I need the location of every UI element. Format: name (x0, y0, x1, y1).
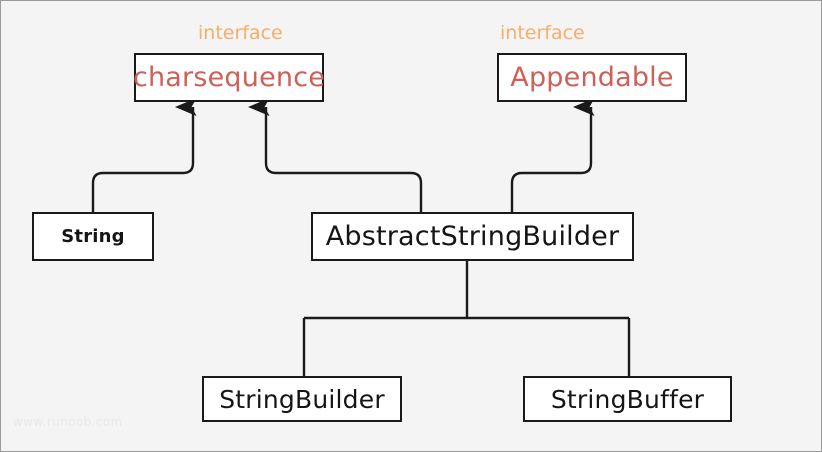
node-abstract-string-builder-label: AbstractStringBuilder (325, 221, 620, 252)
node-string-builder-label: StringBuilder (219, 384, 385, 414)
edge-abstract-to-appendable (510, 98, 595, 212)
node-string-buffer-label: StringBuffer (550, 384, 705, 414)
edge-abstract-to-charsequence (248, 98, 423, 212)
watermark: www.runoob.com (13, 415, 123, 429)
stereotype-appendable: interface (500, 22, 585, 44)
stereotype-charsequence: interface (198, 22, 283, 44)
edge-abstract-to-subclasses (302, 261, 631, 376)
node-appendable[interactable]: Appendable (497, 53, 687, 102)
node-string[interactable]: String (32, 212, 154, 261)
node-charsequence[interactable]: charsequence (132, 53, 326, 102)
edge-string-to-charsequence (91, 98, 197, 212)
node-string-buffer[interactable]: StringBuffer (523, 376, 732, 422)
node-string-builder[interactable]: StringBuilder (202, 376, 402, 422)
node-charsequence-label: charsequence (132, 62, 326, 93)
node-string-label: String (61, 225, 125, 247)
node-appendable-label: Appendable (510, 62, 674, 93)
node-abstract-string-builder[interactable]: AbstractStringBuilder (311, 212, 634, 261)
